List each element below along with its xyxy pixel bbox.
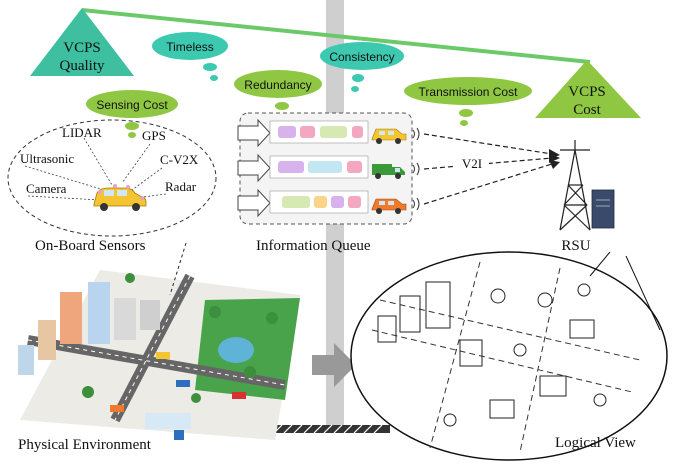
v2i-label: V2I: [462, 156, 482, 171]
sensing-cost-bubble: Sensing Cost: [86, 90, 178, 138]
information-queue: Information Queue: [237, 112, 420, 254]
logical-view: Logical View: [169, 242, 668, 461]
physical-environment: Physical Environment: [18, 270, 300, 453]
cost-label-line1: VCPS: [568, 84, 606, 100]
queue-row-1: [237, 118, 407, 148]
sensor-camera: Camera: [26, 181, 67, 196]
redundancy-label: Redundancy: [244, 78, 311, 92]
information-queue-caption: Information Queue: [256, 238, 371, 254]
queue-car-yellow-icon: [371, 128, 407, 144]
sensor-radar: Radar: [165, 179, 197, 194]
on-board-sensors-caption: On-Board Sensors: [35, 238, 146, 254]
cost-label-line2: Cost: [573, 102, 601, 118]
quality-label-line2: Quality: [60, 58, 105, 74]
transmission-cost-bubble: Transmission Cost: [404, 77, 532, 126]
sensor-ultrasonic: Ultrasonic: [20, 151, 74, 166]
balance-beam: [81, 8, 591, 64]
timeless-label: Timeless: [166, 40, 214, 54]
sensor-lidar: LIDAR: [62, 125, 102, 140]
consistency-label: Consistency: [329, 50, 394, 64]
queue-car-orange-icon: [371, 198, 407, 214]
on-board-sensors: LIDAR GPS Ultrasonic C-V2X Camera Radar …: [7, 119, 217, 254]
rsu-server-icon: [591, 189, 615, 229]
queue-row-3: [237, 188, 407, 218]
timeless-bubble: Timeless: [152, 32, 228, 81]
vcps-quality-triangle: VCPS Quality: [30, 8, 134, 76]
transmission-cost-label: Transmission Cost: [419, 85, 519, 99]
sensor-gps: GPS: [142, 128, 166, 143]
queue-truck-green-icon: [372, 164, 405, 179]
rsu-label: RSU: [561, 238, 590, 254]
vcps-cost-triangle: VCPS Cost: [535, 60, 641, 118]
sketch-buildings-icon: [377, 281, 607, 427]
rsu-tower-icon: [559, 140, 591, 231]
physical-environment-caption: Physical Environment: [18, 437, 152, 453]
queue-row-2: [237, 153, 405, 183]
logical-view-caption: Logical View: [555, 435, 636, 451]
quality-label-line1: VCPS: [63, 40, 101, 56]
sensor-car-icon: [93, 184, 147, 211]
sensing-cost-label: Sensing Cost: [96, 98, 168, 112]
consistency-bubble: Consistency: [320, 42, 404, 92]
buildings-icon: [18, 282, 160, 375]
transform-arrow-icon: [312, 343, 356, 387]
redundancy-bubble: Redundancy: [234, 70, 322, 119]
signal-icons: [412, 127, 420, 211]
sensor-c-v2x: C-V2X: [160, 152, 199, 167]
city-cars-icon: [110, 352, 246, 412]
v2i-arrowheads: [549, 149, 560, 169]
